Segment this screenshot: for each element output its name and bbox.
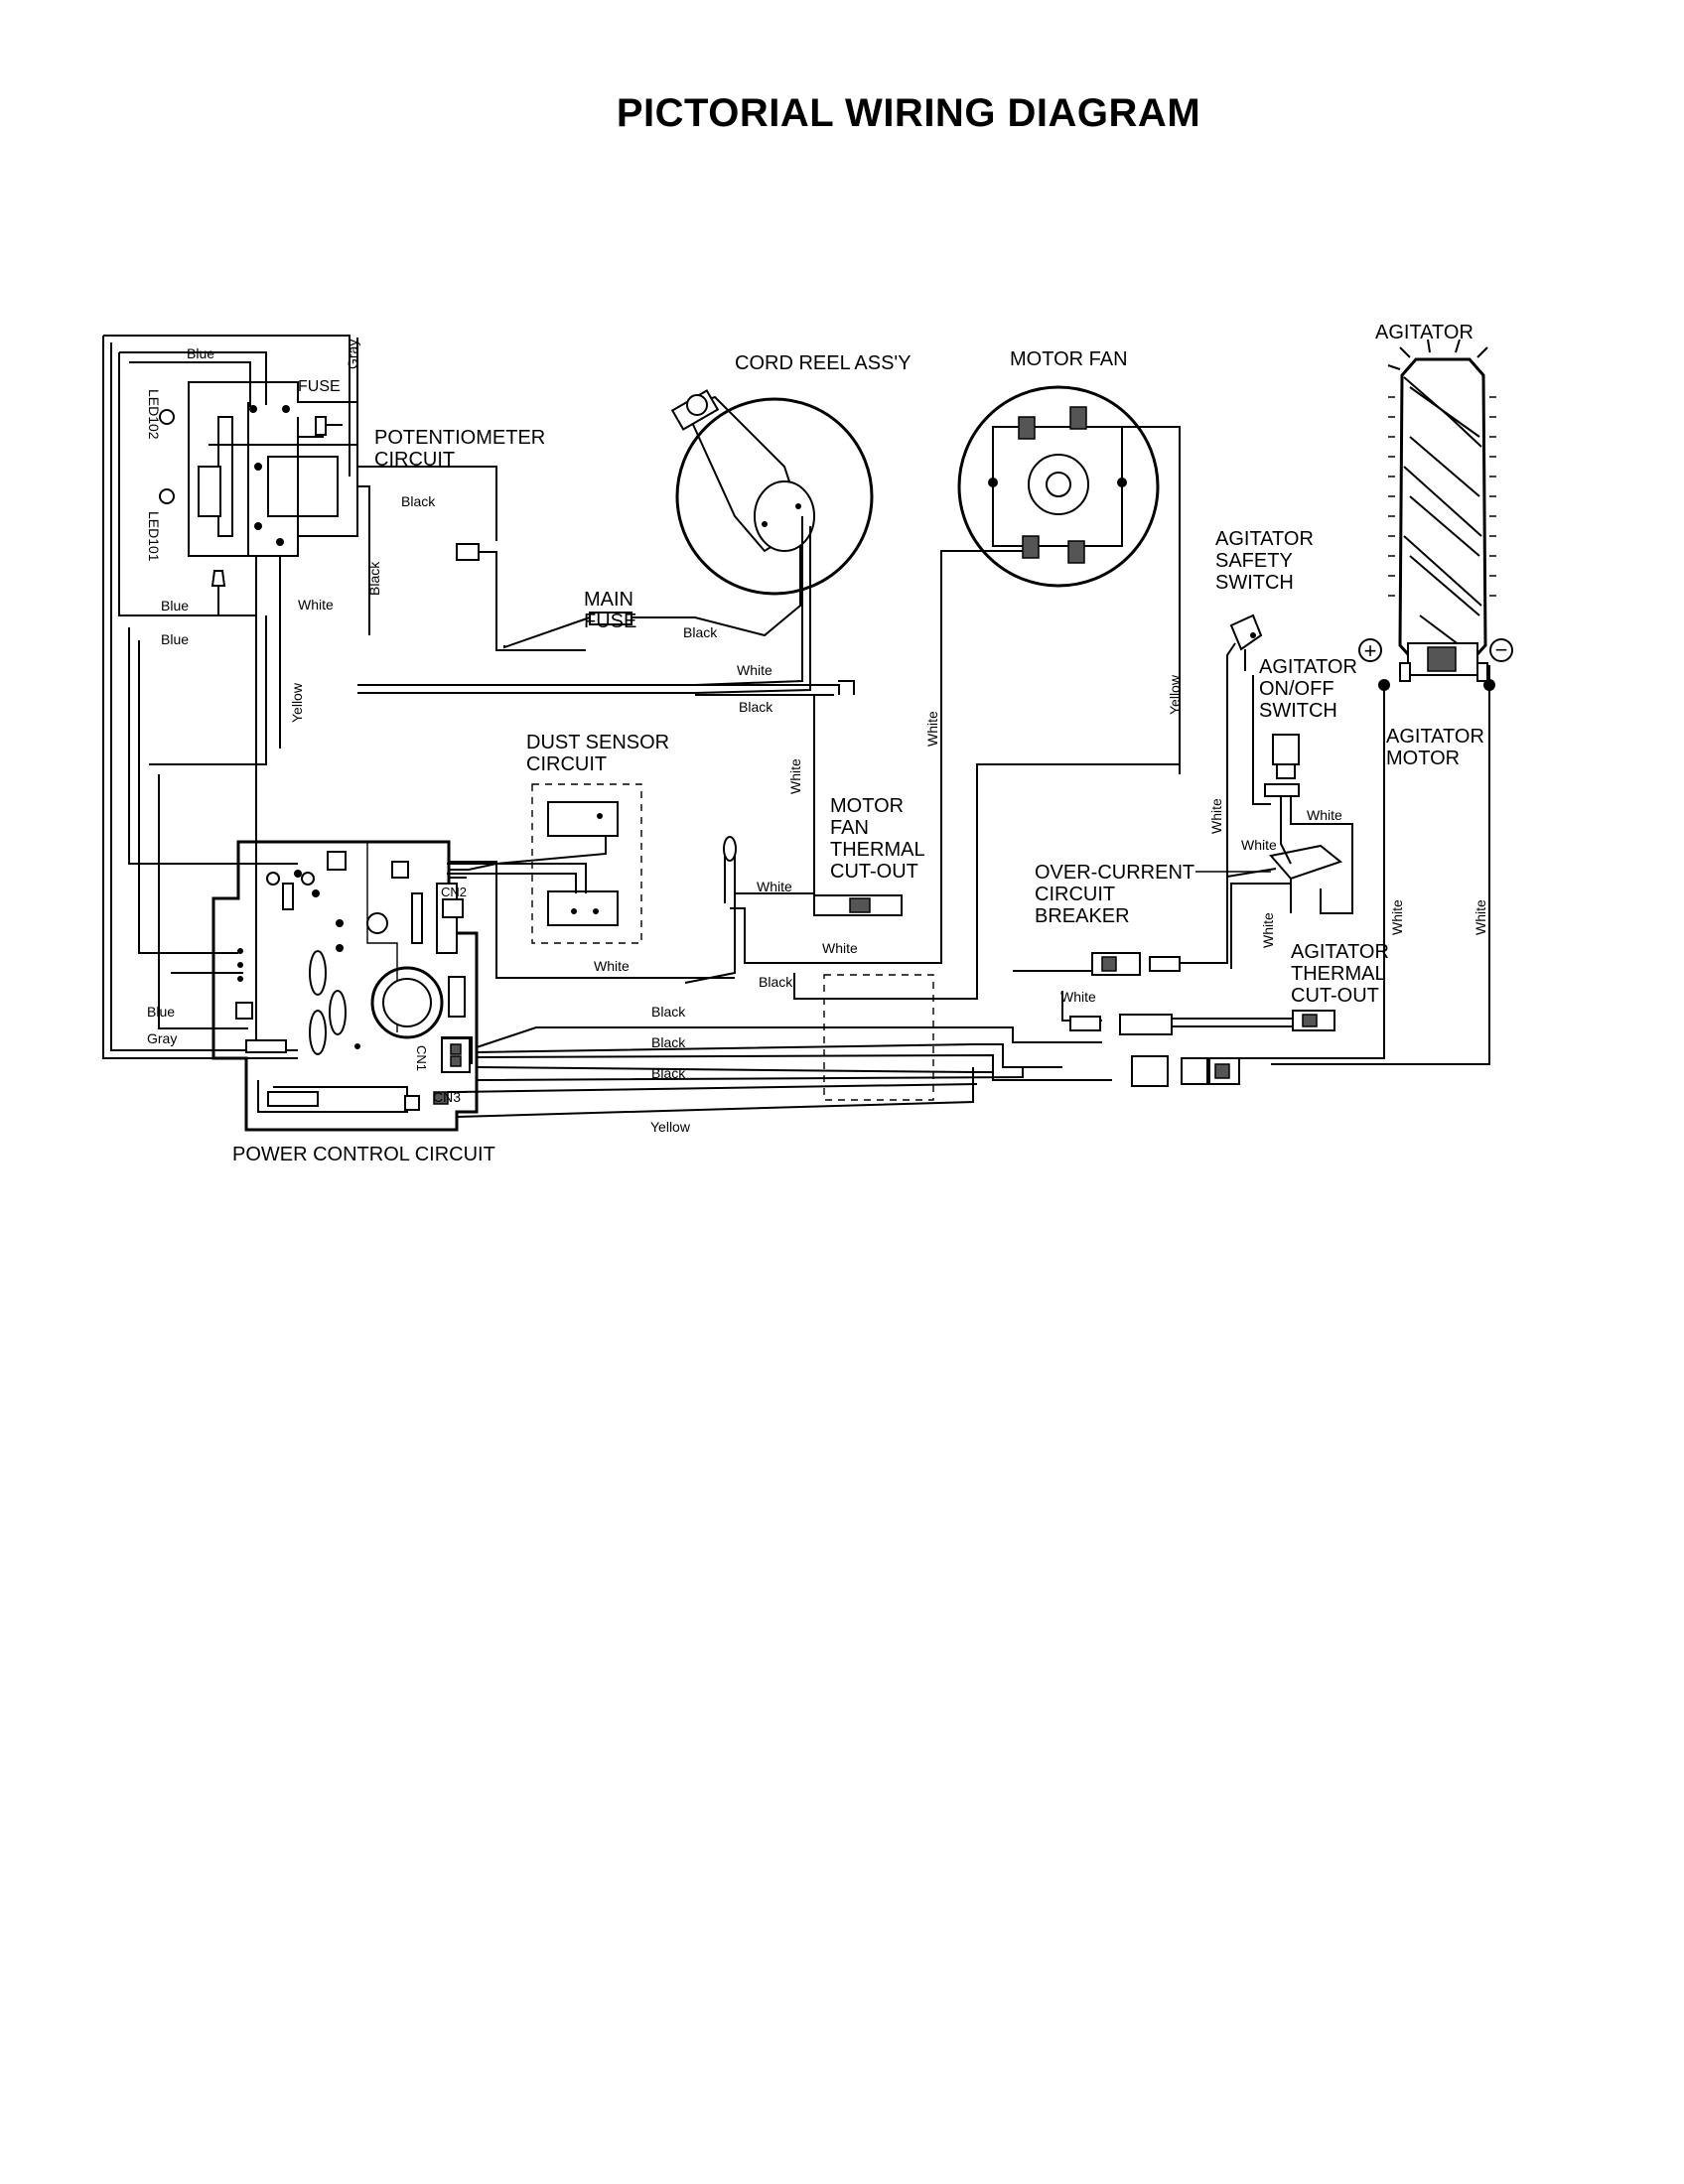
svg-text:Gray: Gray — [147, 1030, 177, 1046]
power-control-label: POWER CONTROL CIRCUIT — [232, 1144, 495, 1165]
thermal-label-1: MOTOR — [830, 795, 904, 817]
dashed-box — [823, 974, 934, 1101]
agitator-thermal-label-1: AGITATOR — [1291, 941, 1389, 963]
motor-fan-thermal-cutout — [684, 695, 903, 984]
thermal-label-2: FAN — [830, 817, 869, 839]
led102-label: LED102 — [146, 389, 162, 440]
svg-text:White: White — [1208, 798, 1224, 834]
svg-text:Blue: Blue — [161, 631, 189, 647]
motor-fan — [957, 385, 1160, 588]
agitator-thermal-label-3: CUT-OUT — [1291, 985, 1379, 1007]
svg-text:White: White — [737, 662, 772, 678]
main-fuse-label-2: FUSE — [584, 611, 636, 632]
svg-text:White: White — [757, 879, 792, 894]
svg-text:Black: Black — [651, 1065, 686, 1081]
svg-text:White: White — [924, 711, 940, 747]
over-current-breaker — [1226, 844, 1343, 969]
breaker-label-3: BREAKER — [1035, 905, 1130, 927]
potentiometer-label-1: POTENTIOMETER — [374, 427, 545, 449]
led102-icon — [159, 409, 175, 425]
potentiometer-label-2: CIRCUIT — [374, 449, 455, 471]
svg-text:Black: Black — [683, 624, 718, 640]
agitator-label: AGITATOR — [1375, 322, 1474, 343]
svg-text:White: White — [1473, 899, 1488, 935]
motor-wires — [730, 426, 1181, 1000]
cn-connectors — [433, 898, 471, 1105]
dust-sensor-label-2: CIRCUIT — [526, 753, 607, 775]
agitator-safety-switch — [1151, 614, 1263, 971]
agitator-safety-label-1: AGITATOR — [1215, 528, 1314, 550]
svg-text:White: White — [1260, 912, 1276, 948]
agitator-safety-label-3: SWITCH — [1215, 572, 1294, 594]
component-labels: AGITATOR CORD REEL ASS'Y MOTOR FAN FUSE … — [146, 322, 1484, 1165]
motor-fan-label: MOTOR FAN — [1010, 348, 1128, 370]
svg-text:Black: Black — [366, 561, 382, 596]
svg-text:White: White — [298, 597, 334, 613]
breaker-label-1: OVER-CURRENT — [1035, 862, 1194, 884]
probe-left — [210, 570, 226, 606]
svg-text:Blue: Blue — [187, 345, 214, 361]
svg-text:White: White — [1241, 837, 1277, 853]
cord-reel-label: CORD REEL ASS'Y — [735, 352, 912, 374]
cn3-label: CN3 — [433, 1089, 461, 1105]
svg-text:White: White — [1060, 989, 1096, 1005]
plus-icon — [1358, 638, 1382, 662]
svg-text:White: White — [1389, 899, 1405, 935]
agitator-thermal-label-2: THERMAL — [1291, 963, 1386, 985]
thermal-label-3: THERMAL — [830, 839, 925, 861]
svg-text:Yellow: Yellow — [1167, 674, 1183, 715]
cord-reel-assembly — [670, 389, 874, 596]
cn2-label: CN2 — [441, 885, 467, 899]
agitator-onoff-label-1: AGITATOR — [1259, 656, 1357, 678]
agitator-motor-label-2: MOTOR — [1386, 748, 1460, 769]
svg-text:Yellow: Yellow — [650, 1119, 691, 1135]
fuse-icon — [315, 416, 327, 436]
agitator-onoff-label-3: SWITCH — [1259, 700, 1337, 722]
potentiometer-board — [159, 338, 497, 1052]
svg-text:Gray: Gray — [345, 340, 360, 369]
main-fuse-label-1: MAIN — [584, 589, 633, 611]
connectors-right — [1013, 952, 1335, 1087]
power-control-wiring — [447, 861, 1112, 1118]
svg-text:White: White — [822, 940, 858, 956]
page-title: PICTORIAL WIRING DIAGRAM — [616, 91, 1201, 135]
main-fuse-wiring — [456, 516, 801, 651]
wire-labels: Blue Gray Black Black Blue White Blue Ye… — [147, 340, 1488, 1135]
svg-text:Blue: Blue — [147, 1004, 175, 1020]
agitator-motor-wires — [1231, 665, 1490, 1065]
svg-text:Black: Black — [739, 699, 773, 715]
svg-text:White: White — [594, 958, 630, 974]
led101-label: LED101 — [146, 511, 162, 562]
svg-text:Yellow: Yellow — [289, 682, 305, 723]
thermal-label-4: CUT-OUT — [830, 861, 918, 883]
svg-text:+: + — [1364, 638, 1377, 663]
breaker-label-2: CIRCUIT — [1035, 884, 1115, 905]
svg-text:Black: Black — [759, 974, 793, 990]
agitator-motor-label-1: AGITATOR — [1386, 726, 1484, 748]
svg-text:Blue: Blue — [161, 598, 189, 614]
svg-text:White: White — [1307, 807, 1342, 823]
led101-icon — [159, 488, 175, 504]
agitator-onoff-switch — [1252, 675, 1353, 914]
minus-icon — [1489, 638, 1513, 662]
cn1-label: CN1 — [414, 1045, 429, 1071]
dust-sensor-label-1: DUST SENSOR — [526, 732, 669, 753]
polarity-markers: + − — [1358, 637, 1513, 663]
dust-sensor-circuit — [447, 783, 642, 944]
svg-text:Black: Black — [651, 1034, 686, 1050]
agitator-bristles — [1387, 339, 1496, 597]
svg-text:Black: Black — [401, 493, 436, 509]
svg-text:−: − — [1495, 637, 1508, 662]
agitator-brush — [1378, 339, 1496, 691]
agitator-onoff-label-2: ON/OFF — [1259, 678, 1334, 700]
agitator-safety-label-2: SAFETY — [1215, 550, 1293, 572]
power-control-board — [211, 840, 479, 1132]
fuse-label: FUSE — [298, 378, 341, 395]
svg-text:White: White — [787, 758, 803, 794]
svg-text:Black: Black — [651, 1004, 686, 1020]
